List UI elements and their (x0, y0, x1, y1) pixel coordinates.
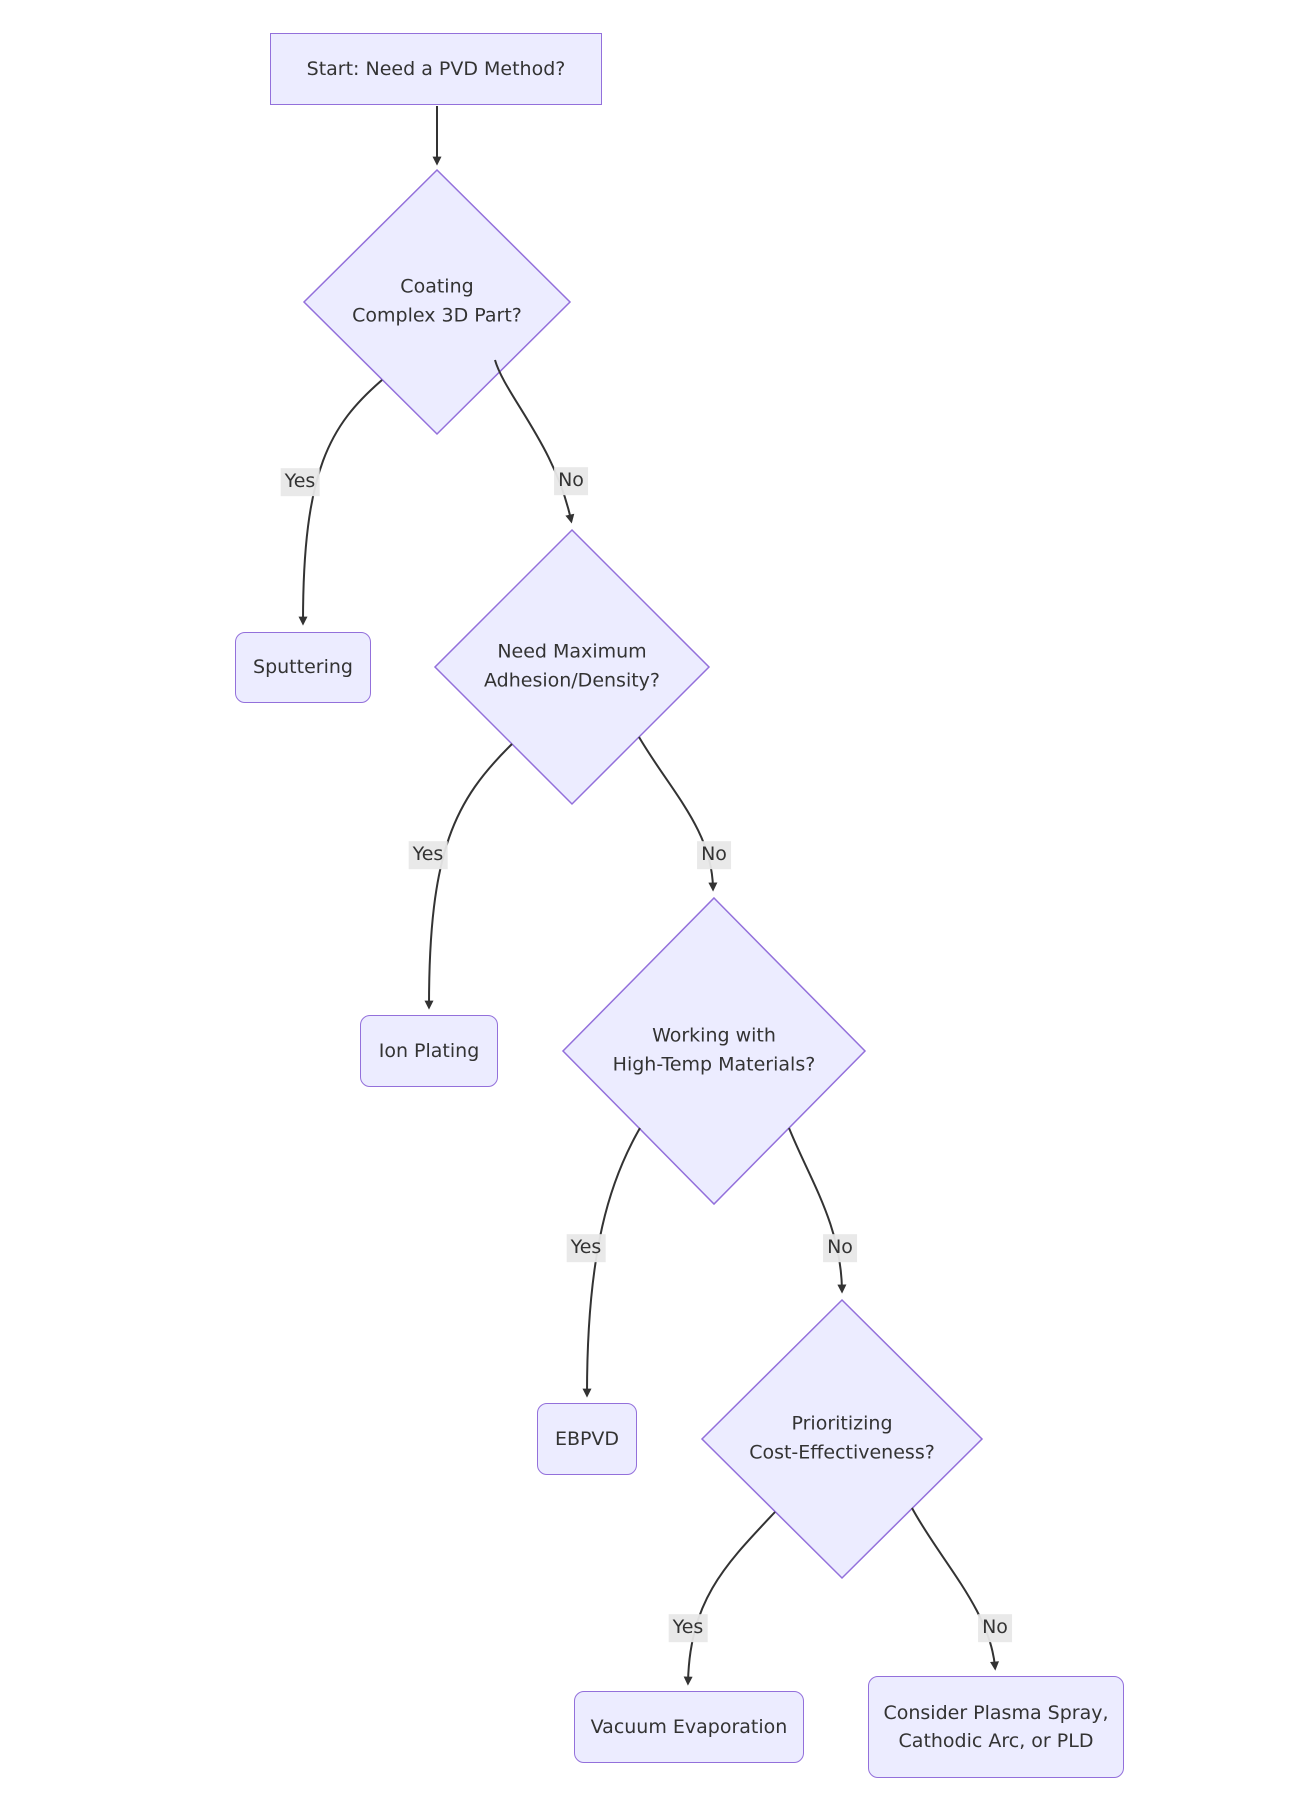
decision-adhesion-density-label: Need Maximum Adhesion/Density? (483, 640, 661, 692)
edge-coating-yes-to-sputtering (298, 379, 383, 626)
edge-adhesion-yes-to-ion-plating (424, 743, 513, 1010)
decision-coating-complex-label: Coating Complex 3D Part? (352, 275, 522, 327)
edge-label-coating-no: No (554, 467, 588, 495)
decision-coating-complex-shape (302, 168, 572, 436)
decision-cost-effectiveness-label: Prioritizing Cost-Effectiveness? (749, 1412, 935, 1464)
decision-high-temp-shape (561, 896, 867, 1206)
edge-label-cost-yes: Yes (668, 1614, 708, 1642)
ebpvd-node: EBPVD (537, 1403, 637, 1475)
decision-high-temp-label: Working with High-Temp Materials? (612, 1024, 816, 1076)
edge-high-temp-no-to-cost (788, 1127, 847, 1294)
decision-adhesion-density-shape (433, 528, 711, 806)
edge-label-high-temp-yes: Yes (566, 1234, 606, 1262)
edge-high-temp-yes-to-ebpvd (582, 1127, 641, 1398)
edge-label-adhesion-no: No (697, 841, 731, 869)
edge-cost-yes-to-vacuum (683, 1511, 776, 1686)
start-node: Start: Need a PVD Method? (270, 33, 602, 105)
vacuum-evaporation-node: Vacuum Evaporation (574, 1691, 804, 1763)
edge-label-high-temp-no: No (823, 1234, 857, 1262)
edge-label-adhesion-yes: Yes (408, 841, 448, 869)
edge-coating-no-to-adhesion (494, 359, 575, 524)
edge-cost-no-to-consider (911, 1507, 1000, 1671)
ion-plating-node: Ion Plating (360, 1015, 498, 1087)
sputtering-node: Sputtering (235, 632, 371, 703)
consider-alternatives-node: Consider Plasma Spray, Cathodic Arc, or … (868, 1676, 1124, 1778)
edge-label-cost-no: No (978, 1614, 1012, 1642)
edge-label-coating-yes: Yes (280, 468, 320, 496)
